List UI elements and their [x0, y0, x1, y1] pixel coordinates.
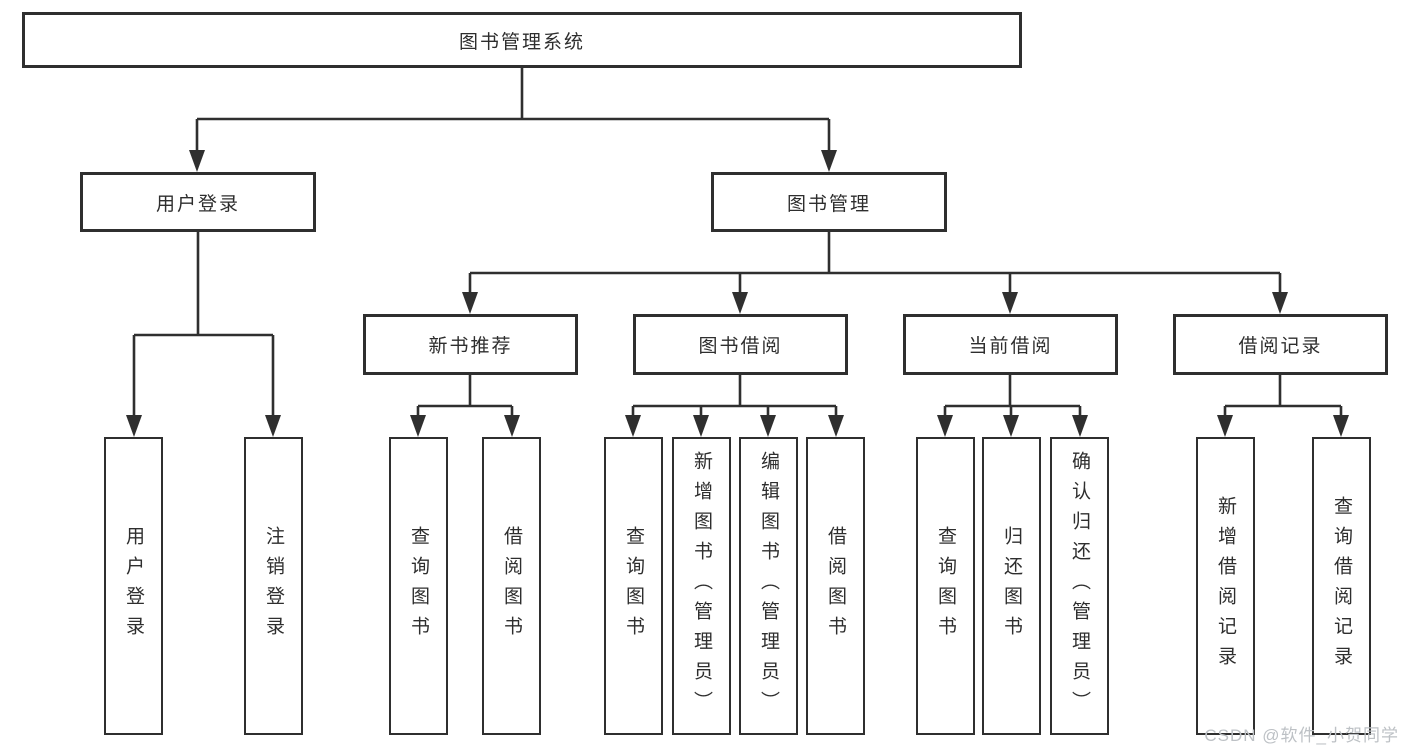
node-book-management: 图书管理 [711, 172, 947, 232]
leaf-current-query-books: 查询图书 [916, 437, 975, 735]
node-book-management-label: 图书管理 [786, 193, 871, 215]
leaf-borrowing-query-books-label: 查询图书 [623, 526, 644, 646]
connector-current-borrowing-children [937, 375, 1088, 437]
arrowhead-down-icon [1333, 415, 1349, 437]
arrowhead-down-icon [410, 415, 426, 437]
arrowhead-down-icon [126, 415, 142, 437]
node-root-label: 图书管理系统 [458, 31, 585, 53]
leaf-borrowing-edit-books-label: 编辑图书（管理员） [758, 451, 779, 721]
leaf-borrowing-add-books: 新增图书（管理员） [672, 437, 731, 735]
leaf-recommend-borrow-books: 借阅图书 [482, 437, 541, 735]
leaf-borrowing-query-books: 查询图书 [604, 437, 663, 735]
leaf-current-confirm-return: 确认归还（管理员） [1050, 437, 1109, 735]
node-root: 图书管理系统 [22, 12, 1022, 68]
leaf-user-login: 用户登录 [104, 437, 163, 735]
leaf-current-confirm-return-label: 确认归还（管理员） [1069, 451, 1090, 721]
leaf-borrowing-borrow-books: 借阅图书 [806, 437, 865, 735]
leaf-current-return-books: 归还图书 [982, 437, 1041, 735]
connector-root-to-level2 [189, 68, 837, 172]
leaf-logout-label: 注销登录 [263, 526, 284, 646]
leaf-borrowing-borrow-books-label: 借阅图书 [825, 526, 846, 646]
leaf-borrowing-add-books-label: 新增图书（管理员） [691, 451, 712, 721]
arrowhead-down-icon [462, 292, 478, 314]
leaf-logout: 注销登录 [244, 437, 303, 735]
watermark: CSDN @软件_小贺同学 [1204, 726, 1399, 745]
connector-book-management-children [462, 232, 1288, 314]
leaf-borrowing-edit-books: 编辑图书（管理员） [739, 437, 798, 735]
leaf-recommend-query-books: 查询图书 [389, 437, 448, 735]
connector-user-login-children [126, 232, 281, 437]
node-new-book-recommend: 新书推荐 [363, 314, 578, 375]
leaf-records-add-record-label: 新增借阅记录 [1215, 496, 1236, 676]
node-current-borrowing: 当前借阅 [903, 314, 1118, 375]
arrowhead-down-icon [760, 415, 776, 437]
leaf-current-query-books-label: 查询图书 [935, 526, 956, 646]
leaf-user-login-label: 用户登录 [123, 526, 144, 646]
arrowhead-down-icon [821, 150, 837, 172]
node-borrowing-records: 借阅记录 [1173, 314, 1388, 375]
leaf-records-query-record: 查询借阅记录 [1312, 437, 1371, 735]
leaf-current-return-books-label: 归还图书 [1001, 526, 1022, 646]
arrowhead-down-icon [693, 415, 709, 437]
node-borrowing-records-label: 借阅记录 [1238, 336, 1323, 357]
connector-new-book-recommend-children [410, 375, 520, 437]
connector-borrowing-records-children [1217, 375, 1349, 437]
arrowhead-down-icon [265, 415, 281, 437]
arrowhead-down-icon [732, 292, 748, 314]
node-current-borrowing-label: 当前借阅 [968, 336, 1053, 357]
arrowhead-down-icon [1272, 292, 1288, 314]
node-new-book-recommend-label: 新书推荐 [428, 336, 513, 357]
node-user-login: 用户登录 [80, 172, 316, 232]
arrowhead-down-icon [1217, 415, 1233, 437]
arrowhead-down-icon [189, 150, 205, 172]
arrowhead-down-icon [828, 415, 844, 437]
connector-book-borrowing-children [625, 375, 844, 437]
arrowhead-down-icon [1003, 415, 1019, 437]
node-user-login-label: 用户登录 [155, 193, 240, 215]
leaf-records-add-record: 新增借阅记录 [1196, 437, 1255, 735]
node-book-borrowing: 图书借阅 [633, 314, 848, 375]
arrowhead-down-icon [1002, 292, 1018, 314]
arrowhead-down-icon [625, 415, 641, 437]
node-book-borrowing-label: 图书借阅 [698, 336, 783, 357]
arrowhead-down-icon [1072, 415, 1088, 437]
leaf-recommend-query-books-label: 查询图书 [408, 526, 429, 646]
arrowhead-down-icon [937, 415, 953, 437]
leaf-recommend-borrow-books-label: 借阅图书 [501, 526, 522, 646]
leaf-records-query-record-label: 查询借阅记录 [1331, 496, 1352, 676]
arrowhead-down-icon [504, 415, 520, 437]
